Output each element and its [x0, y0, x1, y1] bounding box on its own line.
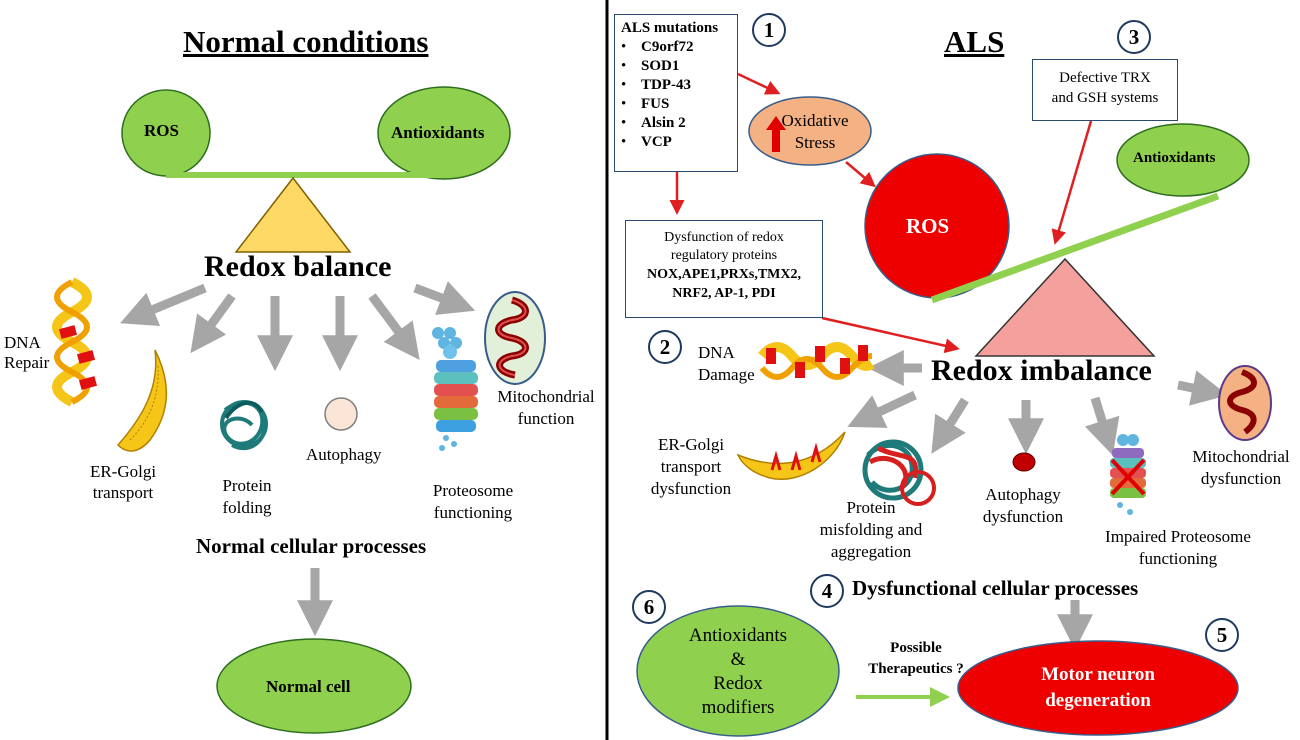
- dna-icon: [52, 277, 98, 407]
- autophagy-red-icon: [1012, 452, 1036, 472]
- normal-cellular-processes-label: Normal cellular processes: [196, 534, 427, 558]
- possible-therapeutics-label: Possible Therapeutics ?: [868, 640, 964, 677]
- ros-label: ROS: [144, 121, 179, 140]
- mitochondrial-function-label: Mitochondrial function: [497, 387, 595, 428]
- normal-cell-label: Normal cell: [266, 677, 351, 696]
- er-golgi-dysfunction-label: ER-Golgi transport dysfunction: [650, 435, 732, 498]
- mutation-item: TDP-43: [621, 76, 731, 95]
- er-golgi-icon: [116, 349, 168, 452]
- mutation-item: SOD1: [621, 57, 731, 76]
- fulcrum-triangle: [234, 176, 352, 253]
- dysfunction-redox-box: Dysfunction of redox regulatory proteins…: [625, 220, 823, 318]
- oxidative-stress-label: Oxidative Stress: [781, 111, 849, 152]
- antioxidants-right-label: Antioxidants: [1133, 150, 1216, 166]
- er-golgi-damaged-icon: [736, 431, 846, 480]
- up-arrow-icon: [766, 116, 786, 152]
- step-number-1: 1: [752, 13, 786, 47]
- mitochondrial-dysfunction-label: Mitochondrial dysfunction: [1192, 447, 1290, 488]
- motor-neuron-degeneration-label: Motor neuron degeneration: [1041, 664, 1155, 711]
- ros-red-label: ROS: [906, 214, 950, 238]
- step-number-6: 6: [632, 590, 666, 624]
- antioxidants-modifiers-label: Antioxidants & Redox modifiers: [688, 625, 788, 718]
- defective-trx-gsh-box: Defective TRX and GSH systems: [1032, 59, 1178, 121]
- normal-conditions-title: Normal conditions: [183, 24, 429, 59]
- tilted-beam: [930, 192, 1220, 304]
- dysfunction-proteins: NOX,APE1,PRXs,TMX2, NRF2, AP-1, PDI: [647, 267, 801, 301]
- redox-balance-label: Redox balance: [204, 250, 392, 283]
- imbalance-triangle: [974, 257, 1156, 357]
- step-number-3: 3: [1117, 20, 1151, 54]
- step-number-5: 5: [1205, 618, 1239, 652]
- autophagy-icon: [324, 397, 358, 431]
- dysfunction-heading: Dysfunction of redox regulatory proteins: [664, 230, 784, 263]
- antioxidants-label: Antioxidants: [391, 123, 485, 142]
- impaired-proteosome-label: Impaired Proteosome functioning: [1105, 527, 1251, 568]
- als-mutations-heading: ALS mutations: [621, 20, 719, 36]
- antioxidants-modifiers-ellipse: [636, 605, 840, 737]
- er-golgi-transport-label: ER-Golgi transport: [89, 462, 157, 502]
- dna-damage-icon: [758, 342, 875, 380]
- antioxidants-ellipse: [377, 86, 511, 180]
- step-number-2: 2: [648, 330, 682, 364]
- autophagy-label: Autophagy: [306, 445, 382, 464]
- mitochondrion-icon: [484, 291, 546, 385]
- proteasome-icon: [432, 327, 478, 451]
- step-number-4: 4: [810, 574, 844, 608]
- protein-folding-label: Protein folding: [222, 476, 272, 517]
- red-arrows: [669, 72, 1093, 354]
- proteosome-functioning-label: Proteosome functioning: [432, 481, 514, 522]
- protein-aggregate-icon: [862, 439, 936, 506]
- mutations-list: C9orf72 SOD1 TDP-43 FUS Alsin 2 VCP: [621, 38, 731, 152]
- imbalance-arrows: [847, 350, 1228, 651]
- dysfunctional-processes-label: Dysfunctional cellular processes: [852, 576, 1139, 600]
- protein-misfolding-label: Protein misfolding and aggregation: [819, 498, 923, 561]
- antioxidants-ellipse-right: [1116, 123, 1250, 197]
- dna-damage-label: DNA Damage: [698, 343, 755, 384]
- motor-neuron-ellipse: [957, 640, 1239, 736]
- balance-beam: [166, 172, 448, 178]
- redox-imbalance-label: Redox imbalance: [931, 354, 1152, 387]
- mitochondrion-damaged-icon: [1218, 365, 1272, 441]
- als-mutations-box: ALS mutations C9orf72 SOD1 TDP-43 FUS Al…: [614, 14, 738, 172]
- protein-folding-icon: [220, 400, 268, 451]
- mutation-item: C9orf72: [621, 38, 731, 57]
- dna-repair-label: DNA Repair: [4, 333, 50, 372]
- als-title: ALS: [944, 24, 1005, 59]
- mutation-item: VCP: [621, 133, 731, 152]
- balance-arrows: [120, 281, 476, 637]
- autophagy-dysfunction-label: Autophagy dysfunction: [982, 485, 1064, 526]
- proteasome-damaged-icon: [1110, 434, 1146, 515]
- normal-cell-ellipse: [216, 638, 412, 734]
- mutation-item: Alsin 2: [621, 114, 731, 133]
- mutation-item: FUS: [621, 95, 731, 114]
- balance-scale: [121, 86, 511, 253]
